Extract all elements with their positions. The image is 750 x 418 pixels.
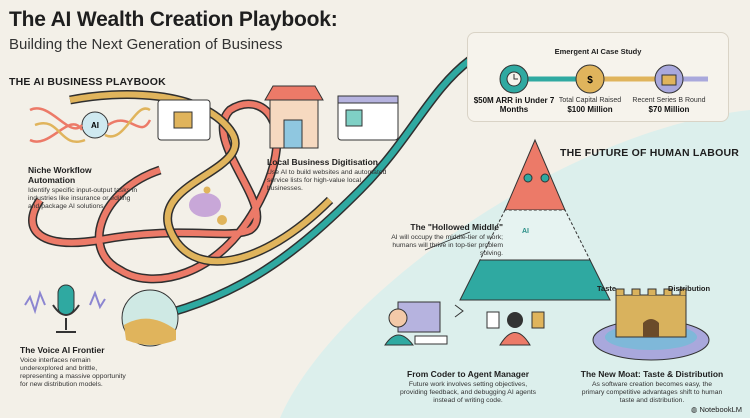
page-title: The AI Wealth Creation Playbook: [9, 8, 338, 31]
svg-text:$: $ [587, 75, 593, 86]
niche-workflow-title: Niche Workflow Automation [28, 165, 92, 185]
workflow-network-icon: AI [29, 99, 211, 143]
landscape-land [124, 318, 176, 345]
hollowed-middle-pyramid-icon [424, 138, 611, 301]
castle-moat-icon [592, 288, 710, 361]
playbook-heading: THE AI BUSINESS PLAYBOOK [9, 76, 166, 88]
new-moat-title: The New Moat: Taste & Distribution [580, 369, 724, 379]
labour-heading: THE FUTURE OF HUMAN LABOUR [560, 147, 740, 159]
stat-label: Recent Series B Round [632, 97, 706, 104]
coder-agent-manager-icon [384, 301, 545, 346]
agent-manager-desc: Future work involves setting objectives,… [399, 381, 537, 404]
stat-value: $100 Million [567, 105, 613, 114]
hollowed-middle-title: The "Hollowed Middle" [410, 222, 503, 232]
taste-label: Taste [597, 284, 617, 293]
voice-ai-title: The Voice AI Frontier [20, 345, 105, 355]
voice-ai-desc: Voice interfaces remain underexplored an… [20, 357, 126, 388]
notebooklm-logo-icon: ◍ [690, 405, 700, 414]
local-business-section: Local Business Digitisation Use AI to bu… [267, 157, 387, 193]
hollowed-middle-section: The "Hollowed Middle" AI will occupy the… [383, 222, 503, 258]
notebooklm-brand: ◍ NotebookLM [691, 405, 742, 414]
brand-label: NotebookLM [699, 405, 742, 414]
new-moat-section: The New Moat: Taste & Distribution As so… [580, 369, 724, 405]
ai-badge: AI [522, 228, 529, 235]
voice-ai-section: The Voice AI Frontier Voice interfaces r… [20, 345, 132, 389]
case-study-title: Emergent AI Case Study [554, 47, 642, 56]
stat-arr: $50M ARR in Under 7 Months [469, 96, 559, 114]
stat-series-b: Recent Series B Round$70 Million [624, 96, 714, 114]
page-subtitle: Building the Next Generation of Business [9, 36, 283, 53]
stat-label: Total Capital Raised [558, 97, 622, 104]
case-study-card: Emergent AI Case Study $ $50M ARR in Und… [467, 32, 729, 122]
hollowed-middle-desc: AI will occupy the middle-tier of work; … [391, 234, 503, 257]
microphone-icon [24, 284, 106, 333]
new-moat-desc: As software creation becomes easy, the p… [581, 381, 723, 404]
niche-workflow-section: Niche Workflow Automation Identify speci… [28, 165, 140, 211]
storefront-icon [264, 85, 399, 149]
dot [217, 215, 227, 225]
agent-manager-section: From Coder to Agent Manager Future work … [397, 369, 539, 405]
distribution-label: Distribution [668, 284, 711, 293]
road-gold [69, 91, 333, 265]
blob [189, 193, 221, 217]
coins-dollar-icon [575, 64, 605, 94]
case-study-timeline: $ [499, 64, 708, 94]
agent-manager-title: From Coder to Agent Manager [407, 369, 529, 379]
stat-total-capital: Total Capital Raised$100 Million [545, 96, 635, 114]
local-business-desc: Use AI to build websites and automated s… [267, 169, 387, 192]
local-business-title: Local Business Digitisation [267, 157, 378, 167]
niche-workflow-desc: Identify specific input-output tasks in … [28, 187, 138, 210]
stat-value: $70 Million [648, 105, 690, 114]
road-coral [29, 101, 280, 282]
stat-value: $50M ARR in Under 7 Months [473, 96, 555, 114]
dot [203, 186, 211, 194]
svg-text:AI: AI [91, 121, 99, 130]
